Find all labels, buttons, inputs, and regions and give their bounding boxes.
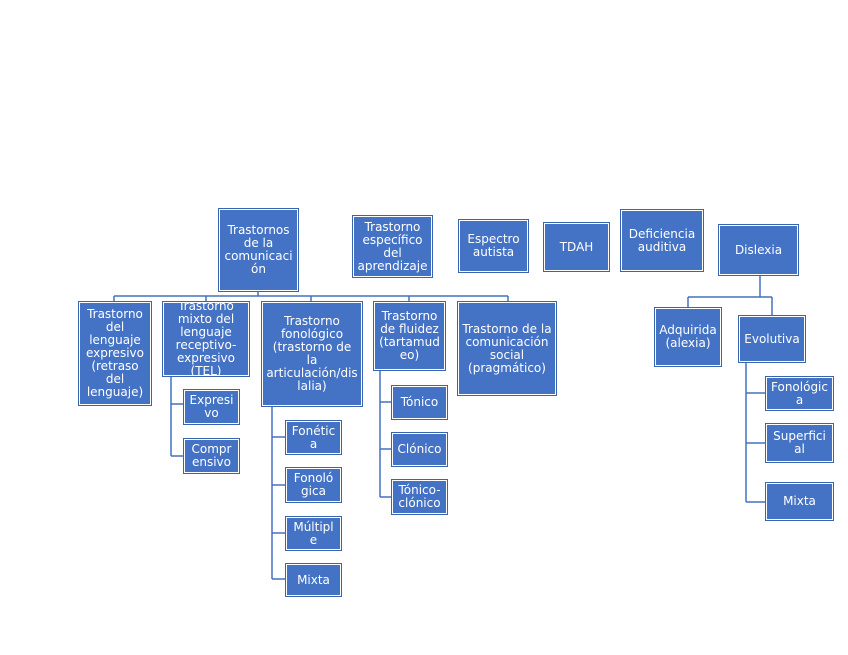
node-clonico: Clónico	[392, 433, 447, 466]
node-mixto-receptivo-expresivo: Trastorno mixto del lenguaje receptivo-e…	[163, 302, 249, 376]
node-trastorno-fonologico: Trastorno fonológico (trastorno de la ar…	[262, 302, 362, 406]
node-superficial: Superficial	[766, 424, 833, 462]
node-tdah: TDAH	[544, 223, 609, 271]
node-deficiencia-auditiva: Deficiencia auditiva	[621, 210, 703, 271]
node-tonico-clonico: Tónico-clónico	[392, 480, 447, 514]
node-expresivo: Expresivo	[184, 390, 239, 424]
node-mixta-dislexia: Mixta	[766, 483, 833, 520]
connector-root-to-children	[113, 291, 509, 302]
node-comunicacion-social: Trastorno de la comunicación social (pra…	[458, 302, 556, 395]
node-trastorno-fluidez: Trastorno de fluidez (tartamudeo)	[374, 302, 445, 370]
node-mixta-articulacion: Mixta	[286, 564, 341, 596]
connector-mixto-children	[170, 376, 184, 457]
node-trastornos-comunicacion: Trastornos de la comunicación	[219, 209, 298, 291]
node-dislexia: Dislexia	[719, 225, 798, 275]
connector-dislexia-children	[687, 275, 773, 316]
node-espectro-autista: Espectro autista	[459, 220, 528, 272]
connector-evolutiva-children	[745, 362, 766, 503]
node-fonetica: Fonética	[286, 421, 341, 454]
node-multiple: Múltiple	[286, 517, 341, 550]
node-lenguaje-expresivo: Trastorno del lenguaje expresivo (retras…	[79, 302, 151, 405]
connector-fonologico-children	[271, 406, 286, 580]
node-tonico: Tónico	[392, 386, 447, 419]
node-comprensivo: Comprensivo	[184, 439, 239, 473]
node-fonologica-dislexia: Fonológica	[766, 377, 833, 410]
node-fonologica-articulacion: Fonológica	[286, 468, 341, 502]
node-trastorno-especifico-aprendizaje: Trastorno específico del aprendizaje	[353, 216, 432, 277]
node-adquirida: Adquirida (alexia)	[655, 308, 721, 366]
node-evolutiva: Evolutiva	[739, 316, 805, 362]
connector-fluidez-children	[379, 370, 392, 498]
